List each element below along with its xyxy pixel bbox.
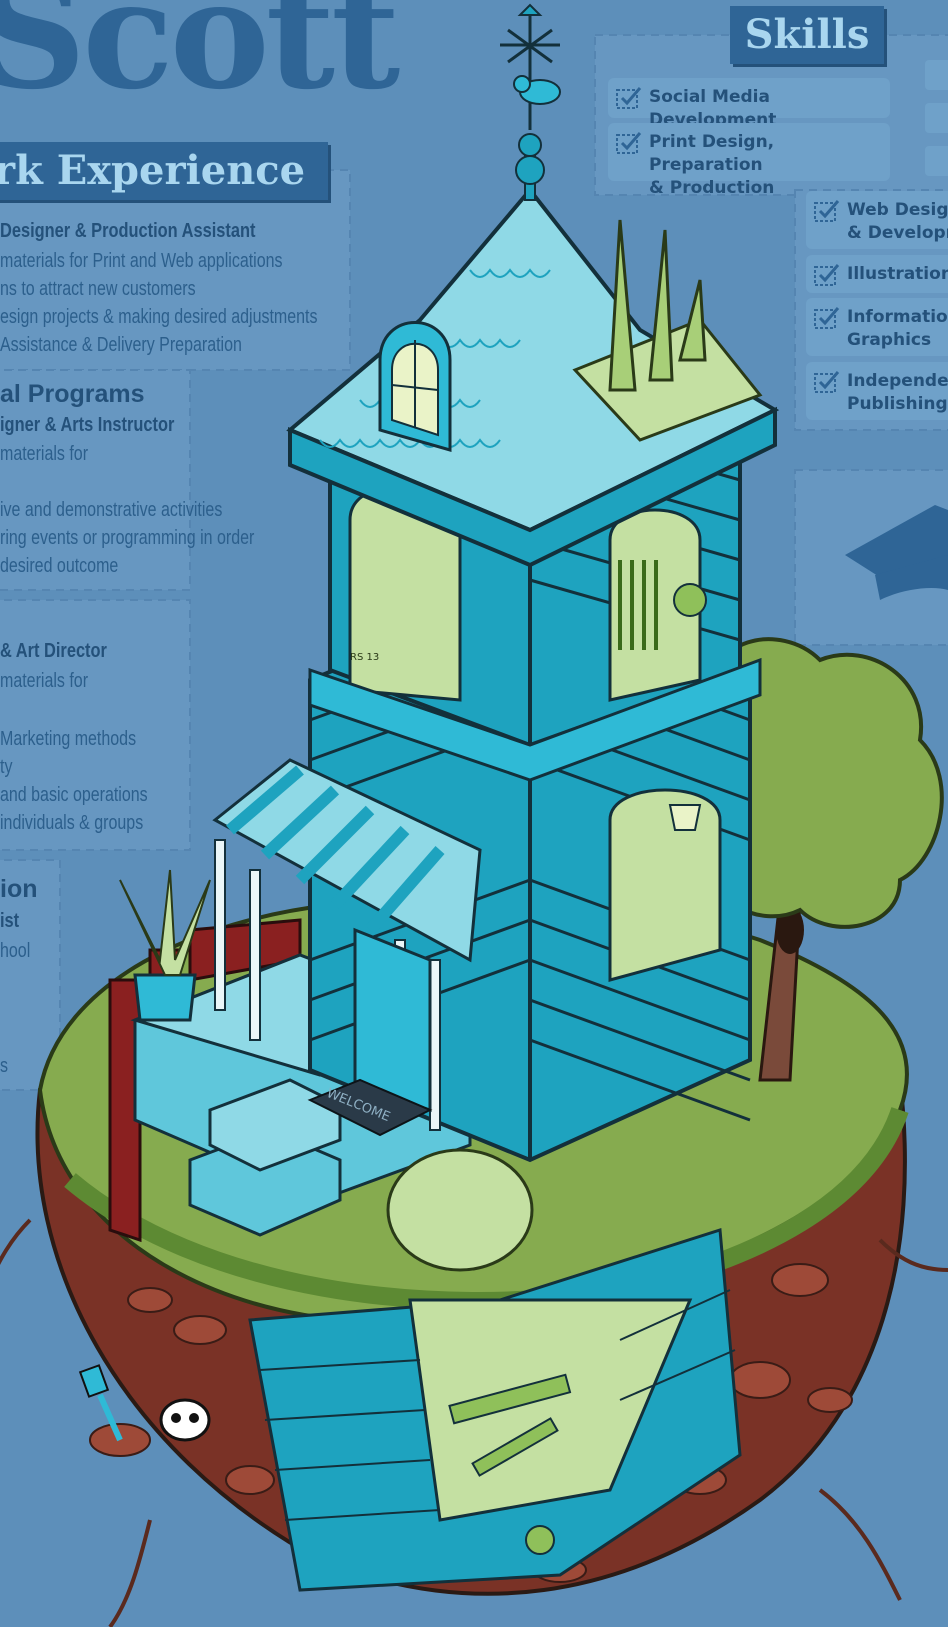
skill-label: Illustration <box>847 264 948 284</box>
job-section-heading: ion <box>0 875 38 903</box>
checkbox-icon <box>814 264 840 286</box>
skill-label-line: & Developm <box>847 223 948 243</box>
graduation-cap-icon <box>845 505 948 600</box>
weather-vane-icon <box>500 3 561 201</box>
job-description-line: individuals & groups <box>0 812 144 834</box>
skill-item-stub <box>925 146 948 176</box>
skill-label-line: Independent <box>847 371 948 391</box>
job-description-line: materials for Print and Web applications <box>0 250 283 272</box>
skill-item: IndependentPublishing <box>806 362 948 420</box>
skill-item: InformationGraphics <box>806 298 948 356</box>
work-experience-heading: rk Experience <box>0 142 328 200</box>
skill-item: Print Design, Preparation & Production <box>608 123 890 198</box>
job-description-line: ty <box>0 756 13 778</box>
checkbox-icon <box>616 87 642 109</box>
skills-heading: Skills <box>730 6 884 64</box>
job-description-line: materials for <box>0 670 89 692</box>
checkbox-icon <box>814 307 840 329</box>
job-description-line: and basic operations <box>0 784 148 806</box>
name-title: Scott <box>0 0 400 123</box>
checkbox-icon <box>814 200 840 222</box>
skill-item: Web Design & Developm <box>806 191 948 249</box>
job-title: Designer & Production Assistant <box>0 220 256 242</box>
skill-label-line: Print Design, Preparation <box>649 132 775 175</box>
house <box>119 3 780 1272</box>
skull-icon <box>159 1398 211 1442</box>
sketchbook-label: RS 13 <box>350 652 380 663</box>
job-description-line: ring events or programming in order <box>0 527 255 549</box>
skill-label-line: & Production <box>649 178 775 198</box>
job-description-line: ns to attract new customers <box>0 278 196 300</box>
job-title: igner & Arts Instructor <box>0 414 175 436</box>
job-description-line: desired outcome <box>0 555 119 577</box>
job-title: & Art Director <box>0 640 107 662</box>
job-section-heading: al Programs <box>0 380 145 408</box>
job-description-line: hool <box>0 940 31 962</box>
skill-item: Illustration <box>806 255 948 293</box>
job-description-line: materials for <box>0 443 89 465</box>
job-description-line: s <box>0 1055 8 1077</box>
checkbox-icon <box>616 132 642 154</box>
skill-label-line: Web Design <box>847 200 948 220</box>
skill-label-line: Information <box>847 307 948 327</box>
skill-item-stub <box>925 103 948 133</box>
spatula-icon <box>78 1364 123 1442</box>
skill-label-line: Graphics <box>847 330 932 350</box>
skill-label: IndependentPublishing <box>847 370 948 416</box>
skill-item: Social Media Development <box>608 78 890 130</box>
job-description-line: ive and demonstrative activities <box>0 499 223 521</box>
job-title: ist <box>0 910 20 932</box>
job-description-line: esign projects & making desired adjustme… <box>0 306 318 328</box>
job-description-line: Marketing methods <box>0 728 137 750</box>
job-description-line: Assistance & Delivery Preparation <box>0 334 242 356</box>
skill-label-line: Publishing <box>847 394 948 414</box>
skill-label: Print Design, Preparation & Production <box>649 131 890 200</box>
skill-item-stub <box>925 60 948 90</box>
skill-label: InformationGraphics <box>847 306 948 352</box>
checkbox-icon <box>814 371 840 393</box>
skill-label: Web Design & Developm <box>847 199 948 245</box>
